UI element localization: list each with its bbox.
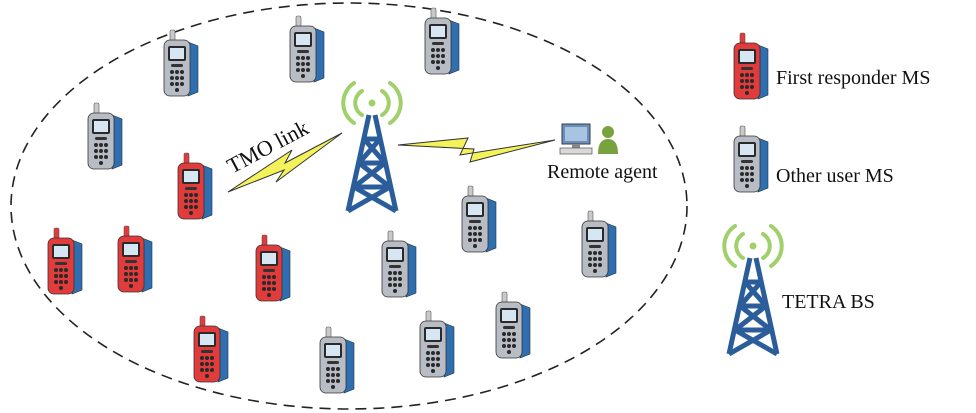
- other-user-ms-phone-icon-2: [289, 15, 325, 83]
- remote-agent-label: Remote agent: [547, 161, 658, 183]
- legend-other-user-phone-icon: [733, 125, 769, 193]
- other-user-ms-phone-icon-10: [495, 291, 531, 359]
- first-responder-ms-phone-icon-1: [177, 152, 213, 220]
- other-user-ms-phone-icon-5: [461, 185, 497, 253]
- first-responder-ms-phone-icon-5: [193, 315, 229, 383]
- other-user-ms-phone-icon-8: [319, 326, 355, 394]
- other-user-ms-phone-icon-3: [424, 7, 460, 75]
- other-user-ms-phone-icon-4: [87, 102, 123, 170]
- base-station-tower-icon: [343, 83, 401, 211]
- legend-tetra-bs-label: TETRA BS: [782, 291, 875, 313]
- cell-coverage-boundary: [10, 2, 688, 410]
- remote-link-bolt-icon: [397, 137, 556, 163]
- other-user-ms-phone-icon-7: [581, 210, 617, 278]
- legend-first-responder-phone-icon: [733, 32, 769, 100]
- first-responder-ms-phone-icon-2: [47, 227, 83, 295]
- legend-tetra-bs-tower-icon: [724, 226, 782, 354]
- first-responder-ms-phone-icon-3: [117, 225, 153, 293]
- other-user-ms-phone-icon-6: [381, 230, 417, 298]
- other-user-ms-phone-icon-1: [163, 29, 199, 97]
- legend-other-user-label: Other user MS: [776, 165, 894, 187]
- first-responder-ms-phone-icon-4: [255, 234, 291, 302]
- other-user-ms-phone-icon-9: [419, 310, 455, 378]
- legend: First responder MS Other user MS TETRA B…: [724, 32, 930, 354]
- tmo-link-bolt-icon: [227, 132, 343, 193]
- legend-first-responder-label: First responder MS: [776, 67, 930, 89]
- remote-agent-icon: [559, 123, 618, 155]
